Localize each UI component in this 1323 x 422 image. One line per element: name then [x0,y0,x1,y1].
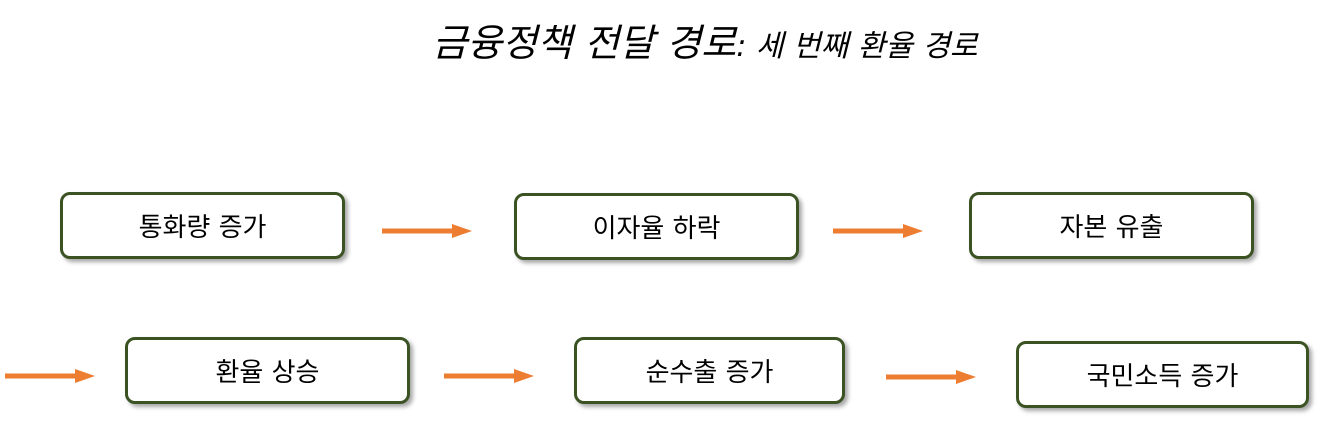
arrow-icon [444,366,534,386]
step-box-national-income: 국민소득 증가 [1016,341,1309,408]
title-main: 금융정책 전달 경로 [432,21,737,65]
arrow-icon [886,367,976,387]
arrow-icon [382,221,472,241]
arrow-icon [833,221,923,241]
title-sub: : 세 번째 환율 경로 [736,29,978,64]
step-box-capital-outflow: 자본 유출 [969,192,1254,259]
diagram-title: 금융정책 전달 경로: 세 번째 환율 경로 [0,12,1323,67]
step-box-net-exports: 순수출 증가 [574,337,845,404]
step-box-exchange-rate: 환율 상승 [125,337,410,404]
arrow-icon [5,366,95,386]
step-box-money-supply: 통화량 증가 [60,192,345,259]
step-box-interest-rate: 이자율 하락 [514,193,799,260]
